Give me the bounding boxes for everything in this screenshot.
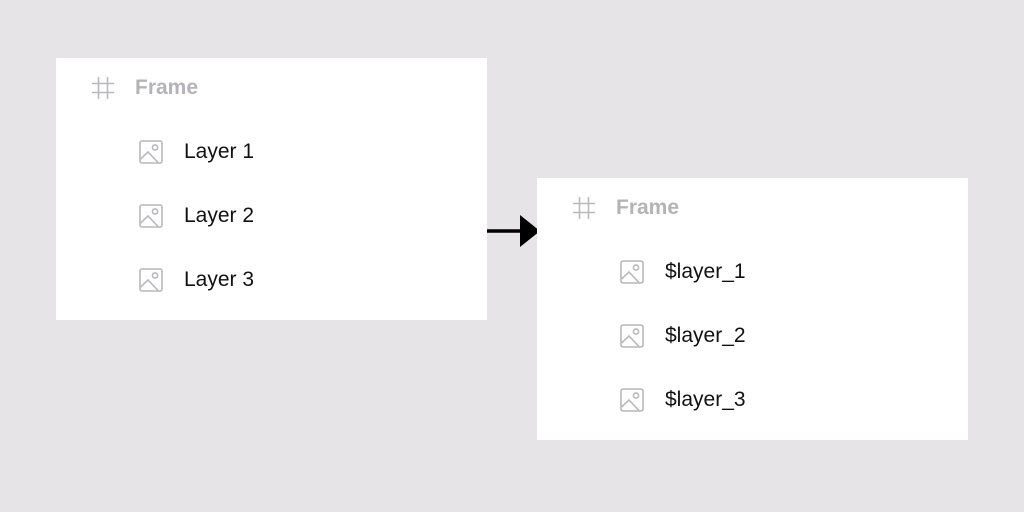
frame-hash-icon [92,77,114,99]
frame-hash-icon [573,197,595,219]
frame-label: Frame [135,76,199,99]
layer-row[interactable]: $layer_1 [619,258,746,286]
frame-label: Frame [616,196,680,219]
layer-label: Layer 1 [184,140,255,163]
layer-row[interactable]: $layer_2 [619,322,746,350]
image-icon [620,388,644,412]
layer-label: Layer 2 [184,204,255,227]
layer-label: $layer_2 [665,324,746,347]
frame-row[interactable]: Frame [90,75,198,101]
layer-row[interactable]: $layer_3 [619,386,746,414]
layers-panel-after: Frame $layer_1 $layer_2 [537,178,968,440]
layer-label: $layer_1 [665,260,746,283]
layer-row[interactable]: Layer 1 [138,138,254,166]
image-icon [620,324,644,348]
image-icon [620,260,644,284]
layer-label: Layer 3 [184,268,255,291]
frame-row[interactable]: Frame [571,195,679,221]
layers-panel-before: Frame Layer 1 Layer 2 [56,58,487,320]
layer-label: $layer_3 [665,388,746,411]
layer-row[interactable]: Layer 3 [138,266,254,294]
image-icon [139,204,163,228]
arrow-right-icon [487,215,540,247]
image-icon [139,140,163,164]
image-icon [139,268,163,292]
layer-row[interactable]: Layer 2 [138,202,254,230]
